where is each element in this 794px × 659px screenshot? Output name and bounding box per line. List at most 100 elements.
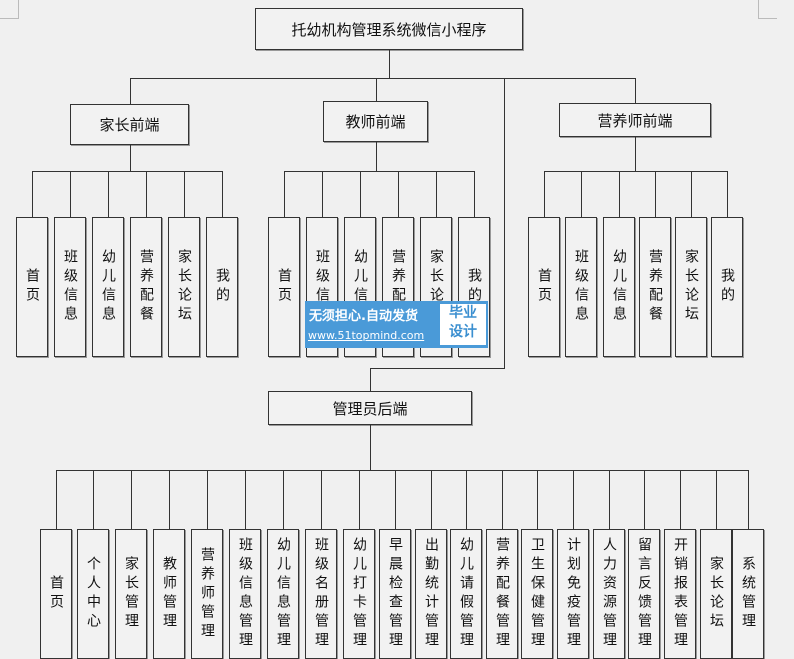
leaf-node-label: 我的 xyxy=(466,268,482,306)
leaf-node-label: 出勤统计管理 xyxy=(423,537,439,651)
connector-line xyxy=(716,470,718,529)
connector-line xyxy=(131,470,133,529)
watermark-banner: 无须担心.自动发货 www.51topmind.com 毕业设计 xyxy=(305,301,488,348)
connector-line xyxy=(581,171,583,217)
leaf-node-label: 首页 xyxy=(276,268,292,306)
watermark-slogan: 无须担心.自动发货 xyxy=(309,309,418,324)
leaf-node-label: 家长管理 xyxy=(123,556,139,632)
leaf-node-label: 幼儿请假管理 xyxy=(458,537,474,651)
connector-line xyxy=(284,171,475,173)
leaf-node-nutritionist: 班级信息 xyxy=(565,217,597,357)
leaf-node-admin: 系统管理 xyxy=(732,529,764,659)
leaf-node-parent: 班级信息 xyxy=(54,217,86,357)
leaf-node-parent: 首页 xyxy=(16,217,48,357)
leaf-node-label: 个人中心 xyxy=(85,556,101,632)
leaf-node-label: 留言反馈管理 xyxy=(636,537,652,651)
leaf-node-label: 首页 xyxy=(24,268,40,306)
leaf-node-label: 首页 xyxy=(536,268,552,306)
node-teacher-frontend: 教师前端 xyxy=(323,101,428,142)
leaf-node-admin: 首页 xyxy=(40,529,72,659)
leaf-node-admin: 家长管理 xyxy=(115,529,147,659)
leaf-node-label: 教师管理 xyxy=(161,556,177,632)
leaf-node-label: 人力资源管理 xyxy=(601,537,617,651)
connector-line xyxy=(655,171,657,217)
leaf-node-admin: 幼儿信息管理 xyxy=(267,529,299,659)
leaf-node-nutritionist: 幼儿信息 xyxy=(603,217,635,357)
leaf-node-parent: 幼儿信息 xyxy=(92,217,124,357)
leaf-node-parent: 家长论坛 xyxy=(168,217,200,357)
connector-line xyxy=(359,470,361,529)
leaf-node-label: 营养配餐 xyxy=(647,249,663,325)
connector-line xyxy=(376,78,378,101)
connector-line xyxy=(466,470,468,529)
leaf-node-label: 计划免疫管理 xyxy=(565,537,581,651)
connector-line xyxy=(395,470,397,529)
page-corner-mark xyxy=(758,0,777,19)
leaf-node-label: 系统管理 xyxy=(740,556,756,632)
leaf-node-admin: 留言反馈管理 xyxy=(628,529,660,659)
connector-line xyxy=(93,470,95,529)
leaf-node-nutritionist: 首页 xyxy=(528,217,560,357)
leaf-node-admin: 家长论坛 xyxy=(700,529,732,659)
leaf-node-label: 班级信息管理 xyxy=(237,537,253,651)
connector-line xyxy=(130,145,132,171)
leaf-node-label: 家长论坛 xyxy=(176,249,192,325)
connector-line xyxy=(32,171,223,173)
connector-line xyxy=(321,470,323,529)
leaf-node-label: 首页 xyxy=(48,575,64,613)
leaf-node-admin: 卫生保健管理 xyxy=(521,529,553,659)
connector-line xyxy=(283,470,285,529)
connector-line xyxy=(619,171,621,217)
leaf-node-label: 班级信息 xyxy=(573,249,589,325)
leaf-node-admin: 人力资源管理 xyxy=(593,529,625,659)
leaf-node-label: 幼儿打卡管理 xyxy=(351,537,367,651)
connector-line xyxy=(56,470,58,529)
node-admin-backend: 管理员后端 xyxy=(268,391,472,425)
connector-line xyxy=(322,171,324,217)
watermark-badge: 毕业设计 xyxy=(440,304,486,345)
leaf-node-label: 我的 xyxy=(214,268,230,306)
leaf-node-label: 卫生保健管理 xyxy=(529,537,545,651)
leaf-node-nutritionist: 家长论坛 xyxy=(675,217,707,357)
leaf-node-admin: 开销报表管理 xyxy=(664,529,696,659)
connector-line xyxy=(284,171,286,217)
leaf-node-nutritionist: 我的 xyxy=(711,217,743,357)
connector-line xyxy=(389,50,391,78)
connector-line xyxy=(370,425,372,470)
leaf-node-parent: 我的 xyxy=(206,217,238,357)
connector-line xyxy=(376,142,378,171)
connector-line xyxy=(635,78,637,103)
leaf-node-admin: 计划免疫管理 xyxy=(557,529,589,659)
connector-line xyxy=(370,368,372,391)
leaf-node-teacher: 首页 xyxy=(268,217,300,357)
connector-line xyxy=(32,171,34,217)
leaf-node-label: 家长论坛 xyxy=(708,556,724,632)
connector-line xyxy=(370,368,505,370)
connector-line xyxy=(544,171,546,217)
connector-line xyxy=(609,470,611,529)
leaf-node-label: 营养师管理 xyxy=(199,546,215,642)
root-node-title: 托幼机构管理系统微信小程序 xyxy=(255,8,523,50)
connector-line xyxy=(537,470,539,529)
connector-line xyxy=(70,171,72,217)
leaf-node-admin: 幼儿打卡管理 xyxy=(343,529,375,659)
leaf-node-admin: 班级信息管理 xyxy=(229,529,261,659)
connector-line xyxy=(245,470,247,529)
leaf-node-admin: 个人中心 xyxy=(77,529,109,659)
leaf-node-label: 家长论坛 xyxy=(683,249,699,325)
watermark-badge-line1: 毕业 xyxy=(449,305,477,321)
connector-line xyxy=(727,171,729,217)
node-parent-frontend: 家长前端 xyxy=(70,104,189,145)
connector-line xyxy=(474,171,476,217)
leaf-node-admin: 早晨检查管理 xyxy=(379,529,411,659)
connector-line xyxy=(108,171,110,217)
leaf-node-parent: 营养配餐 xyxy=(130,217,162,357)
leaf-node-label: 营养配餐 xyxy=(138,249,154,325)
connector-line xyxy=(436,171,438,217)
leaf-node-admin: 营养师管理 xyxy=(191,529,223,659)
connector-line xyxy=(207,470,209,529)
leaf-node-label: 我的 xyxy=(719,268,735,306)
connector-line xyxy=(130,78,132,104)
connector-line xyxy=(56,470,749,472)
watermark-badge-line2: 设计 xyxy=(449,324,477,340)
